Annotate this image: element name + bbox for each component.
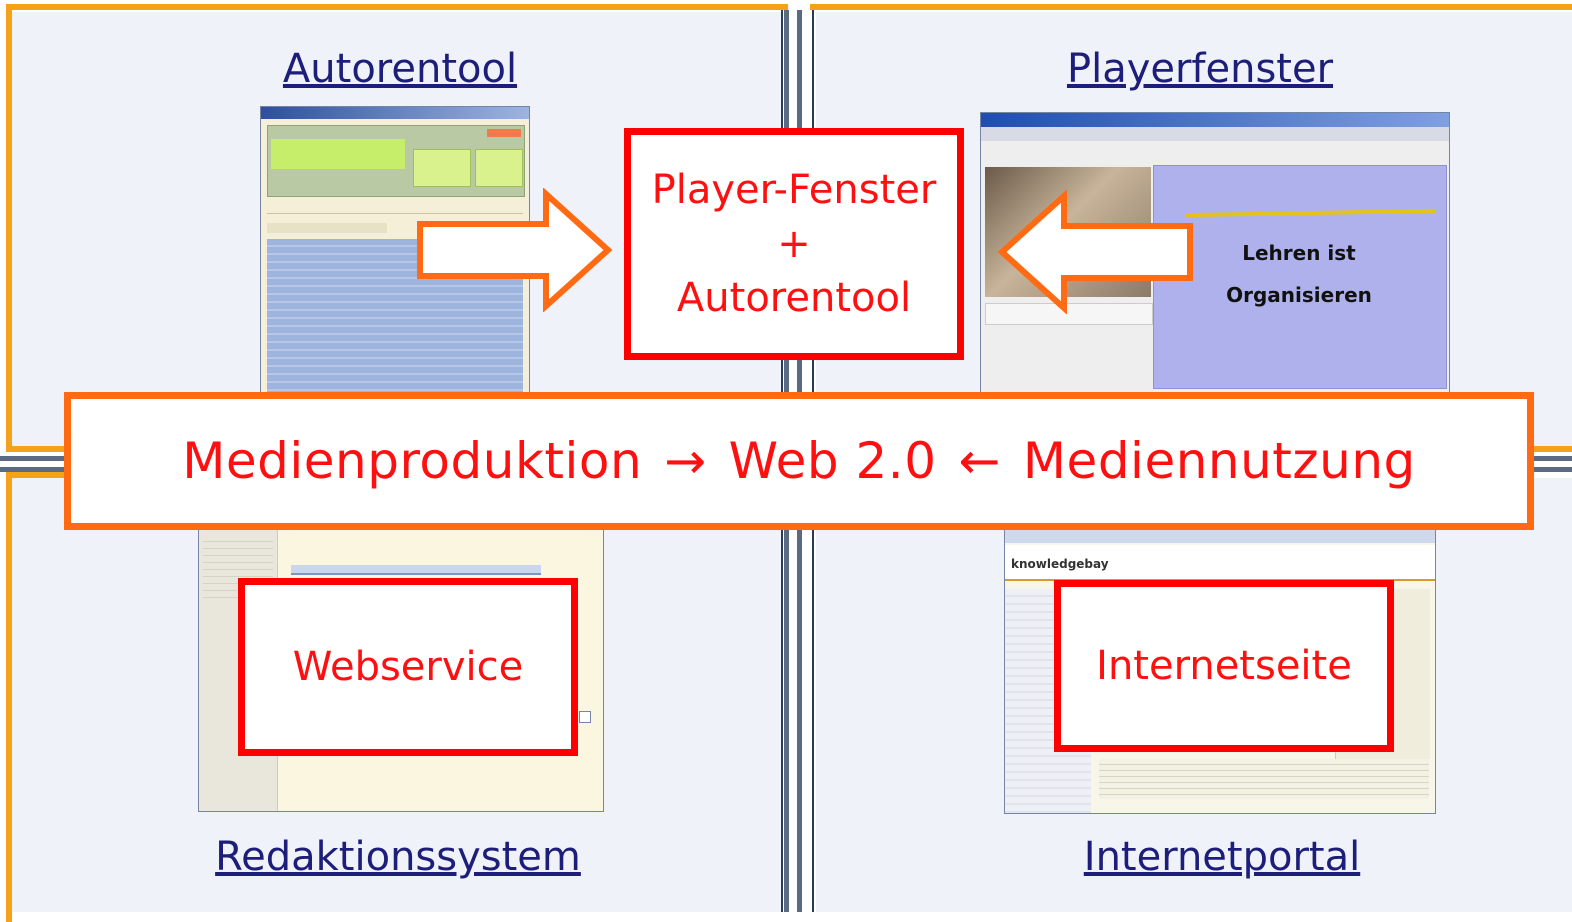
banner-right-text: Mediennutzung: [1022, 432, 1416, 490]
player-slide-line2: Organisieren: [1226, 283, 1372, 307]
banner-left-text: Medienproduktion: [182, 432, 643, 490]
autorentool-screenshot: [260, 106, 530, 398]
arrow-right-icon: [417, 188, 613, 312]
banner-arrow-left-icon: ←: [958, 432, 1001, 490]
banner-middle-text: Web 2.0: [728, 432, 937, 490]
title-internetportal[interactable]: Internetportal: [1083, 834, 1361, 880]
player-autorentool-box: Player-Fenster + Autorentool: [624, 128, 964, 360]
webservice-label: Webservice: [292, 644, 524, 690]
title-autorentool[interactable]: Autorentool: [282, 46, 518, 92]
player-slide-line1: Lehren ist: [1242, 241, 1356, 265]
center-box-line3: Autorentool: [676, 275, 912, 321]
webservice-box: Webservice: [238, 578, 578, 756]
arrow-left-icon: [998, 190, 1193, 314]
center-box-line2: +: [777, 221, 811, 267]
internetseite-box: Internetseite: [1054, 580, 1394, 752]
banner-arrow-right-icon: →: [664, 432, 707, 490]
internetseite-label: Internetseite: [1096, 643, 1352, 689]
center-box-line1: Player-Fenster: [651, 167, 937, 213]
media-banner: Medienproduktion → Web 2.0 ← Mediennutzu…: [64, 392, 1534, 530]
title-playerfenster[interactable]: Playerfenster: [1066, 46, 1334, 92]
title-redaktionssystem[interactable]: Redaktionssystem: [215, 834, 581, 880]
